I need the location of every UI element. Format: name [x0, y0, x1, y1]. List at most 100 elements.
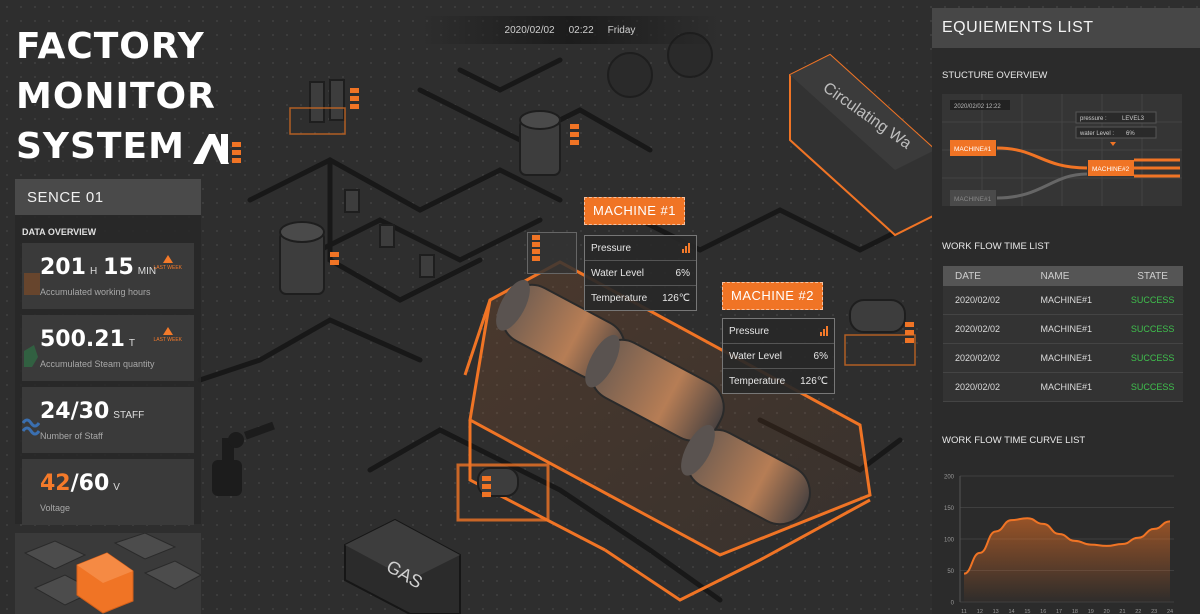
row-state: SUCCESS [1130, 324, 1175, 334]
hours-number: 201 [40, 255, 86, 280]
water-level-value: 6% [813, 350, 828, 362]
machine2-tag[interactable]: MACHINE #2 [722, 282, 824, 310]
structure-diagram: 2020/02/02 12:22 pressure : LEVEL3 water… [942, 94, 1182, 206]
app-title: FACTORY MONITOR SYSTEM [16, 22, 233, 172]
col-state: STATE [1137, 270, 1168, 282]
col-date: DATE [955, 270, 981, 282]
x-tick-label: 23 [1151, 609, 1157, 614]
machine1-water-row: Water Level 6% [585, 261, 696, 286]
structure-timestamp: 2020/02/02 12:22 [954, 104, 1001, 110]
x-tick-label: 13 [993, 609, 999, 614]
pressure-label: Pressure [729, 325, 770, 337]
temperature-value: 126℃ [800, 375, 828, 387]
row-name: MACHINE#1 [1040, 295, 1093, 305]
trend-label: LAST WEEK [153, 265, 182, 271]
row-date: 2020/02/02 [955, 324, 1001, 334]
machine1-level-indicator [527, 232, 577, 274]
row-name: MACHINE#1 [1040, 324, 1093, 334]
trend-up-icon: LAST WEEK [153, 327, 182, 343]
date-text: 2020/02/02 [504, 24, 555, 36]
staff-current: 24 [40, 399, 71, 424]
machine2-info-box: Pressure Water Level 6% Temperature 126℃ [722, 318, 835, 394]
y-tick-label: 0 [951, 601, 955, 607]
workflow-table: DATE NAME STATE 2020/02/02 MACHINE#1 SUC… [943, 266, 1183, 402]
title-line-3: SYSTEM [16, 122, 233, 172]
x-tick-label: 24 [1167, 609, 1173, 614]
table-row[interactable]: 2020/02/02 MACHINE#1 SUCCESS [943, 315, 1183, 344]
x-tick-label: 19 [1088, 609, 1094, 614]
data-overview-title: DATA OVERVIEW [22, 227, 97, 237]
staff-unit: STAFF [113, 410, 145, 421]
y-tick-label: 50 [947, 569, 954, 575]
steam-deco-icon [24, 345, 38, 367]
voltage-current: 42 [40, 471, 71, 496]
node-machine2: MACHINE#2 [1092, 166, 1130, 173]
x-tick-label: 12 [977, 609, 983, 614]
curve-list-title: WORK FLOW TIME CURVE LIST [942, 435, 1086, 446]
temperature-label: Temperature [591, 292, 648, 304]
x-tick-label: 20 [1104, 609, 1110, 614]
machine1-pressure-row: Pressure [585, 236, 696, 261]
temperature-value: 126℃ [662, 292, 690, 304]
structure-overview[interactable]: 2020/02/02 12:22 pressure : LEVEL3 water… [942, 94, 1182, 206]
table-row[interactable]: 2020/02/02 MACHINE#1 SUCCESS [943, 373, 1183, 402]
machine2-temp-row: Temperature 126℃ [723, 369, 834, 393]
table-row[interactable]: 2020/02/02 MACHINE#1 SUCCESS [943, 286, 1183, 315]
water-level-label: Water Level [591, 267, 644, 279]
x-tick-label: 15 [1024, 609, 1030, 614]
table-row[interactable]: 2020/02/02 MACHINE#1 SUCCESS [943, 344, 1183, 373]
staff-label: Number of Staff [40, 431, 103, 441]
x-tick-label: 21 [1119, 609, 1125, 614]
row-date: 2020/02/02 [955, 295, 1001, 305]
equipment-list-title: EQUIEMENTS LIST [932, 8, 1200, 48]
voltage-max: 60 [78, 471, 110, 496]
machine1-tag[interactable]: MACHINE #1 [584, 197, 686, 225]
mini-map-graphic [23, 533, 201, 614]
scene-title[interactable]: SENCE 01 [15, 179, 201, 215]
machine2-pressure-row: Pressure [723, 319, 834, 344]
signal-bars-icon [682, 243, 690, 253]
machine2-water-row: Water Level 6% [723, 344, 834, 369]
water-level-value: 6% [675, 267, 690, 279]
title-line-2: MONITOR [16, 76, 216, 117]
mini-map[interactable] [15, 533, 201, 614]
tanks [279, 32, 906, 497]
boilers [496, 279, 811, 526]
steam-unit: T [128, 338, 136, 349]
col-name: NAME [1040, 270, 1070, 282]
voltage-separator: / [70, 471, 79, 496]
row-name: MACHINE#1 [1040, 382, 1093, 392]
node-machine1-inactive: MACHINE#1 [954, 196, 992, 203]
temperature-label: Temperature [729, 375, 786, 387]
row-date: 2020/02/02 [955, 382, 1001, 392]
row-date: 2020/02/02 [955, 353, 1001, 363]
equipment-panel: EQUIEMENTS LIST STUCTURE OVERVIEW 2020/0… [932, 8, 1200, 614]
steam-number: 500.21 [40, 327, 125, 352]
clock-deco-icon [24, 273, 40, 295]
circulating-water-block [789, 53, 936, 237]
water-level-label: Water Level [729, 350, 782, 362]
wave-deco-icon [22, 418, 40, 436]
row-state: SUCCESS [1130, 295, 1175, 305]
working-hours-label: Accumulated working hours [40, 287, 151, 297]
x-tick-label: 17 [1056, 609, 1062, 614]
minutes-unit: MIN [137, 266, 157, 277]
water-label: water Level : [1079, 131, 1114, 137]
staff-separator: / [70, 399, 79, 424]
x-tick-label: 14 [1008, 609, 1014, 614]
x-tick-label: 18 [1072, 609, 1078, 614]
hours-unit: H [89, 266, 98, 277]
minutes-number: 15 [103, 255, 134, 280]
y-tick-label: 100 [944, 538, 955, 544]
y-tick-label: 150 [944, 506, 955, 512]
steam-label: Accumulated Steam quantity [40, 359, 155, 369]
pressure-value: LEVEL3 [1122, 116, 1145, 122]
